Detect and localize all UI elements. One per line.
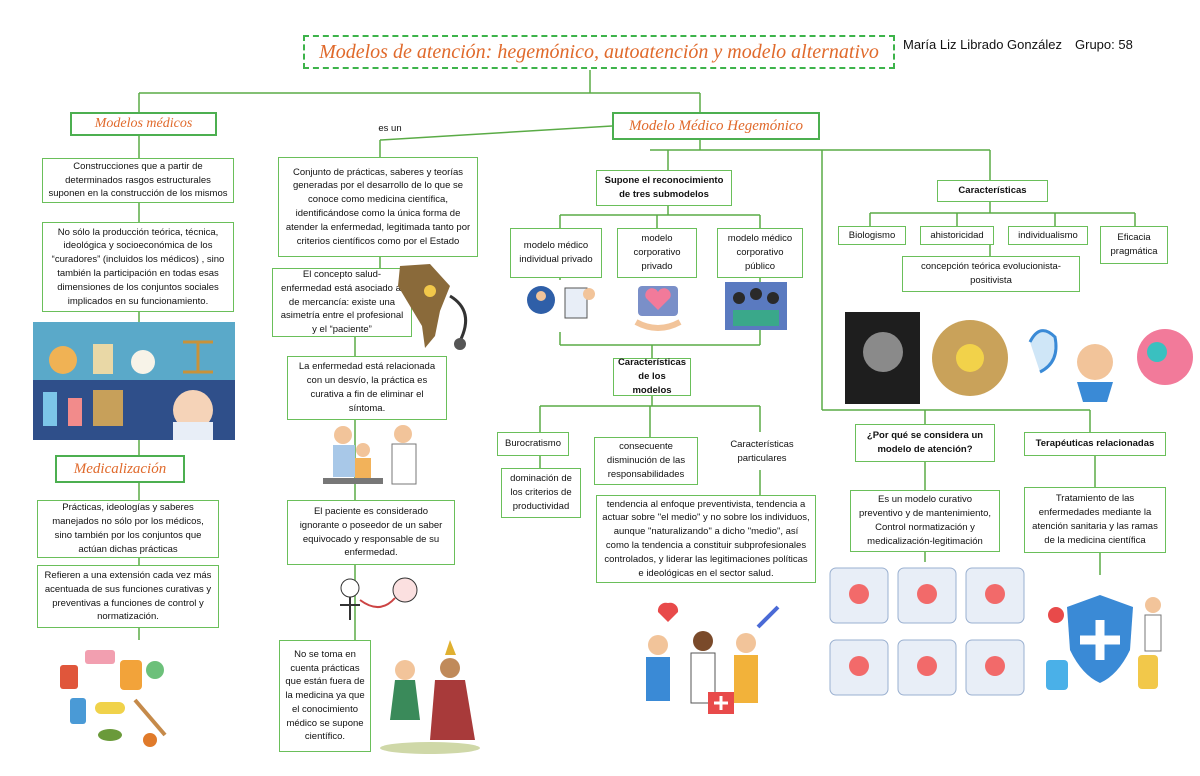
- supone-submodelos: Supone el reconocimiento de tres submode…: [596, 170, 732, 206]
- paciente-ignorante: El paciente es considerado ignorante o p…: [287, 500, 455, 565]
- medical-team-illustration: [646, 602, 780, 714]
- latin-america-map-illustration: [398, 264, 468, 350]
- individual-consult-icon: [517, 280, 602, 332]
- pills-illustration: [60, 650, 167, 747]
- por-que-modelo-atencion: ¿Por qué se considera un modelo de atenc…: [855, 424, 995, 462]
- medical-exam-illustration: [340, 577, 418, 620]
- modelo-hegemonico-node: Modelo Médico Hegemónico: [612, 112, 820, 140]
- heart-care-icon: [634, 286, 682, 331]
- medicalizacion-def-2: Refieren a una extensión cada vez más ac…: [37, 565, 219, 628]
- individualismo-node: individualismo: [1008, 226, 1088, 245]
- es-un-label: es un: [378, 123, 402, 134]
- modelos-medicos-node: Modelos médicos: [70, 112, 217, 136]
- tendencia-preventivista: tendencia al enfoque preventivista, tend…: [596, 495, 816, 583]
- medicine-herbs-illustration: [33, 322, 235, 440]
- author-name: María Liz Librado González: [903, 37, 1062, 52]
- map-title: Modelos de atención: hegemónico, autoate…: [303, 35, 895, 69]
- modelos-def-1: Construcciones que a partir de determina…: [42, 158, 234, 203]
- biologismo-node: Biologismo: [838, 226, 906, 245]
- tratamiento-enfermedades: Tratamiento de las enfermedades mediante…: [1024, 487, 1166, 553]
- modelo-curativo-preventivo: Es un modelo curativo preventivo y de ma…: [850, 490, 1000, 552]
- concepcion-evolucionista: concepción teórica evolucionista-positiv…: [902, 256, 1080, 292]
- medicalizacion-node: Medicalización: [55, 455, 185, 483]
- terapeuticas-relacionadas: Terapéuticas relacionadas: [1024, 432, 1166, 456]
- ahistoricidad-node: ahistoricidad: [920, 226, 994, 245]
- burocratismo-node: Burocratismo: [497, 432, 569, 456]
- medicalizacion-def-1: Prácticas, ideologías y saberes manejado…: [37, 500, 219, 558]
- enfermedad-desvio: La enfermedad está relacionada con un de…: [287, 356, 447, 420]
- submodelo-corporativo-privado: modelo corporativo privado: [617, 228, 697, 278]
- caracteristicas-modelos: Características de los modelos: [613, 357, 691, 396]
- no-toma-en-cuenta: No se toma en cuenta prácticas que están…: [279, 640, 371, 752]
- public-meeting-icon: [725, 282, 787, 330]
- conjunto-practicas: Conjunto de prácticas, saberes y teorías…: [278, 157, 478, 257]
- dominacion-productividad: dominación de los criterios de productiv…: [501, 468, 581, 518]
- traditional-healer-illustration: [380, 640, 480, 754]
- modelos-def-2: No sólo la producción teórica, técnica, …: [42, 222, 234, 312]
- caracteristicas-particulares-label: Características particulares: [730, 439, 794, 464]
- caracteristicas-node: Características: [937, 180, 1048, 202]
- doctor-patient-illustration: [323, 425, 417, 485]
- submodelo-corporativo-publico: modelo médico corporativo público: [717, 228, 803, 278]
- healthcare-icons-grid: [829, 567, 1025, 696]
- characteristics-images: [845, 312, 1193, 404]
- group-label: Grupo: 58: [1075, 37, 1133, 52]
- eficacia-pragmatica-node: Eficacia pragmática: [1100, 226, 1168, 264]
- submodelo-individual-privado: modelo médico individual privado: [510, 228, 602, 278]
- disminucion-responsabilidades: consecuente disminución de las responsab…: [594, 437, 698, 485]
- concepto-salud: El concepto salud- enfermedad está asoci…: [272, 268, 412, 337]
- medical-shield-illustration: [1046, 595, 1162, 690]
